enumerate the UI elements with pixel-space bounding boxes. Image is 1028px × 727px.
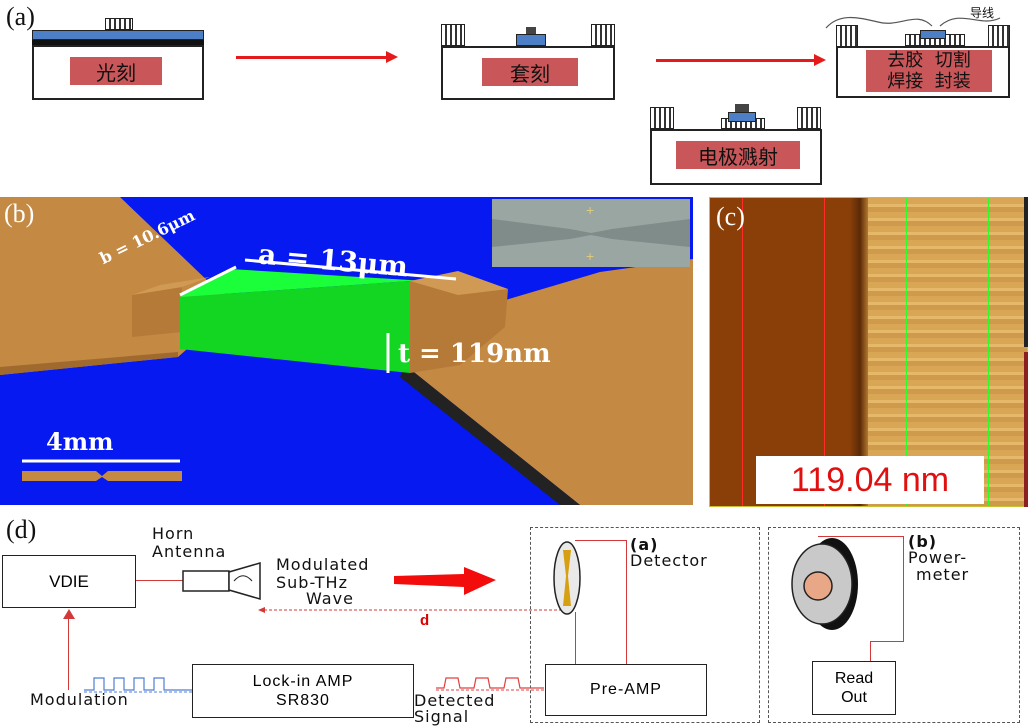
modulation-label: Modulation [30,690,129,709]
step-electrode-sputtering: 电极溅射 [676,141,800,169]
afm-marker-green-1 [906,198,907,506]
modulation-arrow-head [63,609,75,619]
readout-box: Read Out [812,661,896,715]
powermeter-tag: (b) [908,532,938,551]
sputter-mark [735,104,749,112]
lockin-label-2: SR830 [276,692,330,709]
afm-marker-red-2 [824,198,825,506]
device-render [0,197,693,505]
panel-b-label: (b) [4,199,35,228]
detector-wire-top [575,540,627,541]
colorbar-strip-top [1024,197,1028,347]
sputter-pattern [728,112,756,122]
powermeter-wire-drop [870,641,871,661]
panel-c: 119.04 nm (c) [709,197,1028,507]
step-overlay-lithography: 套刻 [482,58,578,86]
modulation-line [68,618,69,690]
final-pattern [920,30,946,39]
detector-tag: (a) [630,535,659,554]
powermeter-wire-top [818,536,904,537]
detector-wire-bottom [575,612,576,664]
substrate-film [32,40,204,45]
panel-b: + + b = 10.6μm a = 13μm t = 119nm 4mm (b… [0,197,693,505]
detected-label-1: Detected [414,691,496,710]
detector-wire-right [626,540,627,664]
panel-d-label: (d) [6,515,37,544]
overlay-pattern [516,34,546,46]
colorbar-strip-bottom [1024,352,1028,507]
scale-device-shape [22,471,182,481]
svg-text:+: + [586,248,594,264]
vdie-box: VDIE [2,555,136,608]
afm-marker-red-1 [742,198,743,506]
readout-label-2: Out [841,689,867,706]
dimension-arrows [22,258,457,463]
sputter-left [650,107,674,129]
photoresist-layer [32,30,204,40]
detected-signal-waveform [436,677,544,691]
detector-icon [553,541,581,615]
horn-label-1: Horn [152,524,195,543]
inset-micrograph: + + [492,199,690,267]
svg-text:+: + [586,202,594,218]
afm-film-region [868,198,1027,506]
resist-right [591,24,615,46]
overlay-mark [526,27,536,35]
dim-t-label: t = 119nm [398,339,551,369]
distance-label: d [420,612,430,629]
afm-thickness-readout: 119.04 nm [756,456,984,504]
panel-a-label: (a) [6,2,35,31]
photoresist-pattern [105,18,133,30]
arrow-a1-head [386,51,398,63]
resist-left [441,24,465,46]
distance-arrow [258,607,574,613]
thz-beam-arrow [394,567,496,595]
scale-label: 4mm [46,427,114,456]
wave-label-2: Sub-THz [276,573,348,592]
step-final-line1: 去胶 切割 [887,50,971,71]
horn-label-2: Antenna [152,542,227,561]
wave-label-1: Modulated [276,555,370,574]
powermeter-label-2: meter [916,565,970,584]
arrow-a2-head [814,54,826,66]
powermeter-label-1: Power- [908,548,968,567]
panel-c-label: (c) [716,202,745,231]
horn-antenna-icon [182,562,261,600]
preamp-box: Pre-AMP [545,664,707,716]
powermeter-section [768,527,1020,723]
sputter-right [797,107,821,129]
powermeter-wire-bottom [870,641,904,642]
arrow-a2 [656,59,816,62]
powermeter-icon [791,538,858,630]
detector-label: Detector [630,551,708,570]
step-final: 去胶 切割 焊接 封装 [866,50,992,92]
detected-label-2: Signal [414,707,470,726]
modulation-waveform [84,677,192,693]
wire-label: 导线 [970,6,995,20]
afm-marker-green-2 [988,198,989,506]
arrow-a1 [236,56,388,59]
afm-step-edge [850,198,870,506]
detector-section [530,527,760,723]
step-photolithography: 光刻 [70,57,162,85]
lockin-amp-box: Lock-in AMP SR830 [192,664,414,718]
lockin-label-1: Lock-in AMP [252,673,354,690]
powermeter-wire-right [903,536,904,642]
step-final-line2: 焊接 封装 [887,71,971,92]
vdie-to-horn-line [136,580,184,581]
afm-substrate-region [710,198,865,506]
wave-label-3: Wave [306,589,354,608]
readout-label-1: Read [834,670,874,687]
bond-wire [825,16,1001,29]
